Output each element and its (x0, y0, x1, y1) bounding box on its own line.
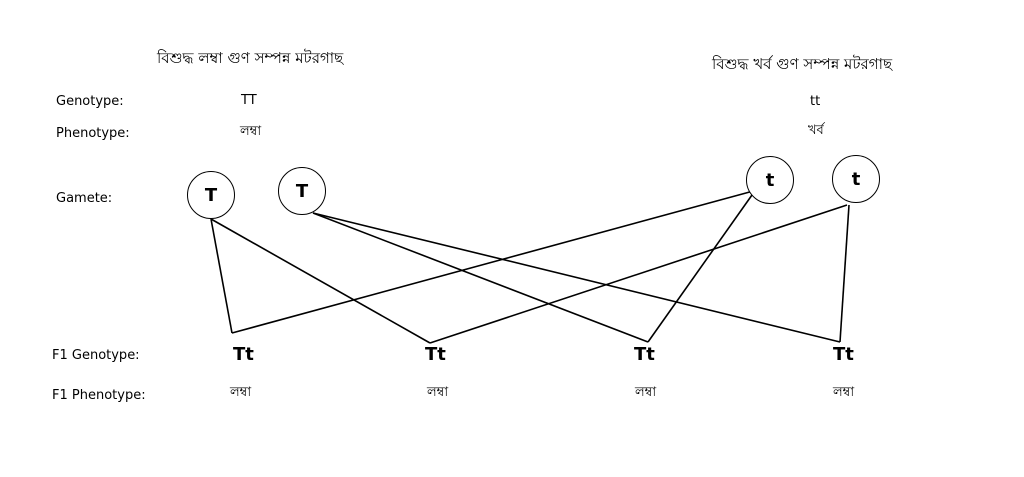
left-genotype: TT (241, 93, 257, 108)
gamete-circle: t (832, 155, 880, 203)
cross-line (312, 212, 841, 343)
cross-line (429, 204, 848, 344)
cross-line (647, 194, 753, 343)
right-phenotype: খর্ব (808, 123, 824, 138)
left-phenotype: লম্বা (240, 124, 262, 139)
offspring-genotype: Tt (233, 344, 254, 365)
cross-line (210, 218, 233, 334)
offspring-phenotype: লম্বা (833, 385, 855, 400)
f1-genotype-label: F1 Genotype: (52, 348, 140, 363)
right-genotype: tt (810, 94, 821, 109)
offspring-genotype: Tt (634, 344, 655, 365)
phenotype-label: Phenotype: (56, 126, 130, 141)
offspring-phenotype: লম্বা (427, 385, 449, 400)
genotype-label: Genotype: (56, 94, 124, 109)
f1-phenotype-label: F1 Phenotype: (52, 388, 146, 403)
cross-line (231, 189, 758, 334)
offspring-phenotype: লম্বা (635, 385, 657, 400)
offspring-genotype: Tt (425, 344, 446, 365)
left-parent-title: বিশুদ্ধ লম্বা গুণ সম্পন্ন মটরগাছ (157, 49, 344, 67)
gamete-label: Gamete: (56, 191, 113, 206)
gamete-circle: t (746, 156, 794, 204)
right-parent-title: বিশুদ্ধ খর্ব গুণ সম্পন্ন মটরগাছ (712, 55, 893, 73)
gamete-circle: T (278, 167, 326, 215)
cross-line (210, 218, 431, 344)
offspring-phenotype: লম্বা (230, 385, 252, 400)
offspring-genotype: Tt (833, 344, 854, 365)
cross-line (312, 212, 649, 343)
cross-line (839, 204, 850, 343)
gamete-circle: T (187, 171, 235, 219)
